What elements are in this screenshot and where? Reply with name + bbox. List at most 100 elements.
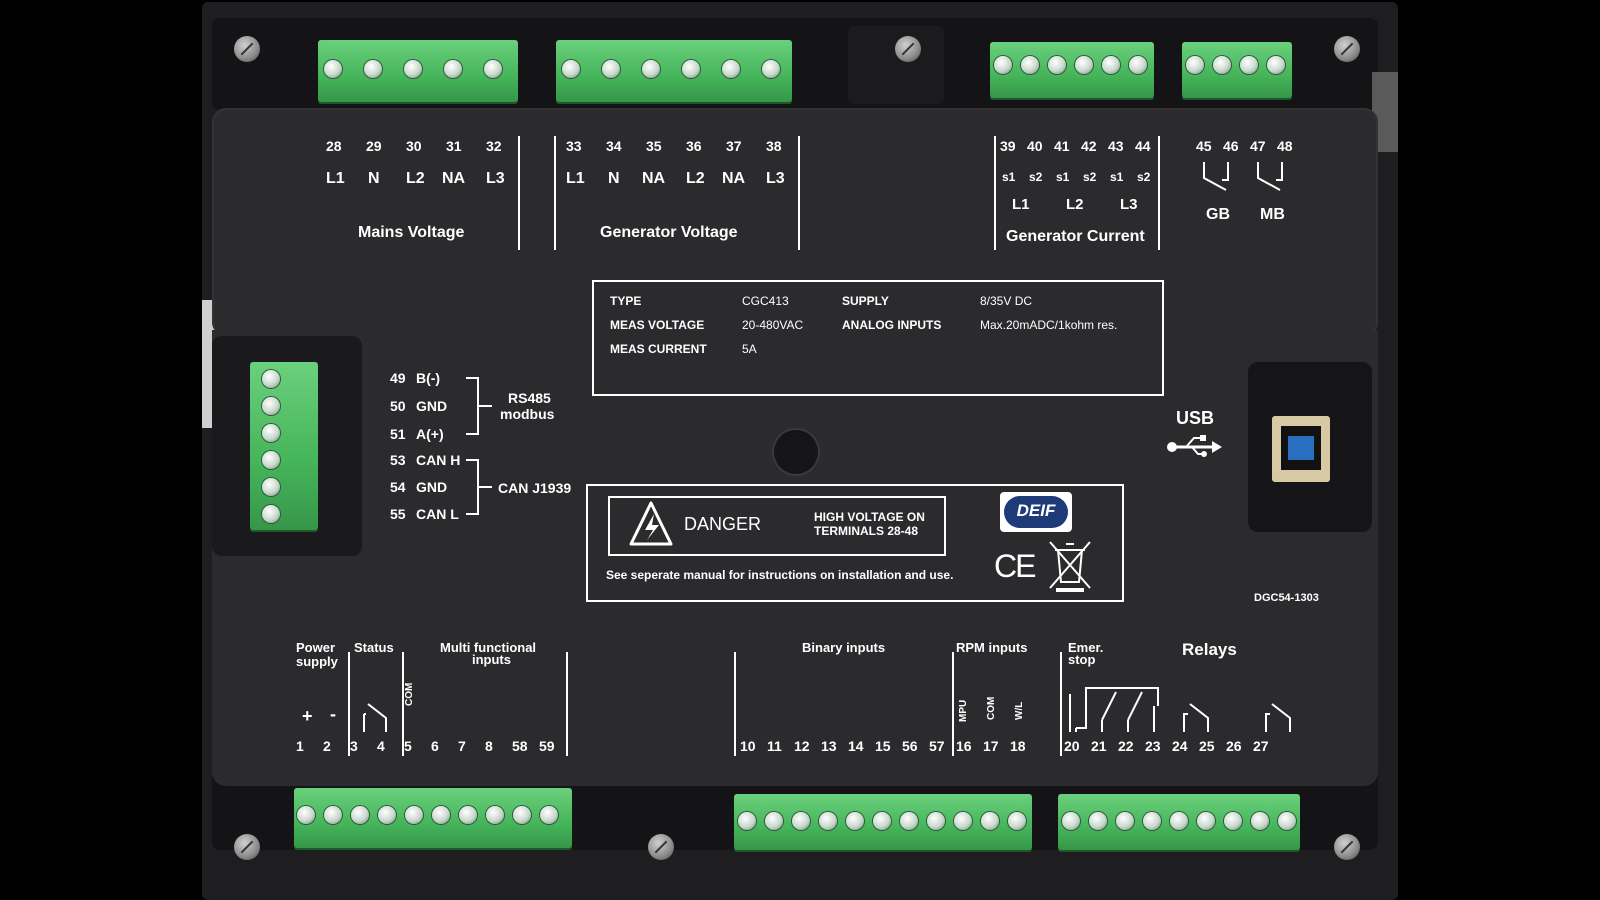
- secondary-label: s1: [1110, 170, 1124, 184]
- terminal-number: 42: [1081, 138, 1097, 154]
- spec-value: 20-480VAC: [742, 318, 804, 332]
- generator-voltage-title: Generator Voltage: [600, 224, 738, 241]
- warning-plate: [586, 484, 1124, 602]
- divider: [994, 136, 996, 250]
- mounting-screw-icon: [234, 834, 260, 860]
- terminal-number: 12: [794, 738, 810, 754]
- multi-functional-label: Multi functional: [440, 640, 537, 655]
- usb-label: USB: [1176, 408, 1215, 428]
- terminal-number: 34: [606, 138, 622, 154]
- mounting-screw-icon: [234, 36, 260, 62]
- terminal-number: 56: [902, 738, 918, 754]
- terminal-number: 25: [1199, 738, 1215, 754]
- terminal-number: 6: [431, 738, 439, 754]
- spec-value: CGC413: [742, 294, 789, 308]
- danger-label: DANGER: [684, 514, 762, 534]
- terminal-block-mains[interactable]: [318, 40, 518, 102]
- divider: [402, 652, 404, 756]
- mounting-screw-icon: [648, 834, 674, 860]
- can-label: CAN J1939: [498, 480, 572, 496]
- phase-label: NA: [722, 170, 746, 187]
- spec-label: SUPPLY: [842, 294, 889, 308]
- phase-label: L3: [486, 170, 505, 187]
- phase-label: L2: [1066, 196, 1084, 213]
- phase-label: N: [368, 170, 380, 187]
- usb-port[interactable]: [1272, 416, 1330, 482]
- spec-value: 8/35V DC: [980, 294, 1033, 308]
- phase-label: NA: [442, 170, 466, 187]
- relay-contact-icon: [1183, 703, 1209, 732]
- terminal-number: 46: [1223, 138, 1239, 154]
- mounting-screw-icon: [1334, 834, 1360, 860]
- terminal-block-breakers[interactable]: [1182, 42, 1292, 98]
- terminal-number: 32: [486, 138, 502, 154]
- rs485-label: RS485: [508, 390, 551, 406]
- terminal-number: 24: [1172, 738, 1188, 754]
- label-panel-top: [212, 108, 1378, 336]
- emergency-stop-label: stop: [1068, 652, 1096, 667]
- divider: [348, 652, 350, 756]
- emergency-stop-label: Emer.: [1068, 640, 1104, 655]
- terminal-number: 35: [646, 138, 662, 154]
- brand-logo: DEIF: [1000, 492, 1072, 532]
- multi-functional-label: inputs: [472, 652, 511, 667]
- terminal-number: 43: [1108, 138, 1124, 154]
- spec-label: TYPE: [610, 294, 642, 308]
- mains-voltage-title: Mains Voltage: [358, 224, 465, 241]
- phase-label: NA: [642, 170, 666, 187]
- plus-sign: +: [302, 706, 313, 726]
- terminal-number: 28: [326, 138, 342, 154]
- terminal-number: 26: [1226, 738, 1242, 754]
- spec-value: 5A: [742, 342, 757, 356]
- terminal-number: 51: [390, 426, 406, 442]
- terminal-block-power-status-multi[interactable]: [294, 788, 572, 848]
- terminal-block-generator-current[interactable]: [990, 42, 1154, 98]
- terminal-number: 44: [1135, 138, 1151, 154]
- comms-pin-label: GND: [416, 398, 448, 414]
- divider: [554, 136, 556, 250]
- terminal-block-comms[interactable]: [250, 362, 318, 530]
- terminal-number: 4: [377, 738, 385, 754]
- terminal-number: 15: [875, 738, 891, 754]
- terminal-number: 8: [485, 738, 493, 754]
- terminal-number: 11: [767, 738, 782, 754]
- relay-contact-icon: [363, 703, 387, 732]
- breaker-label-mb: MB: [1260, 206, 1285, 223]
- terminal-number: 1: [296, 738, 304, 754]
- secondary-label: s2: [1137, 170, 1151, 184]
- terminal-block-generator-voltage[interactable]: [556, 40, 792, 102]
- terminal-number: 54: [390, 479, 406, 495]
- spec-value: Max.20mADC/1kohm res.: [980, 318, 1118, 332]
- terminal-number: 14: [848, 738, 864, 754]
- terminal-number: 13: [821, 738, 837, 754]
- rpm-inputs-label: RPM inputs: [956, 640, 1028, 655]
- high-voltage-text: HIGH VOLTAGE ON: [814, 510, 925, 524]
- mpu-label: MPU: [958, 699, 969, 722]
- relay-contact-icon: [1203, 162, 1283, 191]
- divider: [566, 652, 568, 756]
- terminal-block-relays[interactable]: [1058, 794, 1300, 850]
- comms-pin-label: CAN L: [416, 506, 459, 522]
- modbus-label: modbus: [500, 406, 555, 422]
- terminal-number: 39: [1000, 138, 1016, 154]
- phase-label: N: [608, 170, 620, 187]
- comms-pin-label: B(-): [416, 370, 441, 386]
- com-label: COM: [404, 682, 415, 706]
- spec-plate: [592, 280, 1164, 396]
- terminal-block-binary-rpm[interactable]: [734, 794, 1032, 850]
- terminal-number: 49: [390, 370, 406, 386]
- secondary-label: s1: [1002, 170, 1016, 184]
- phase-label: L1: [1012, 196, 1030, 213]
- terminal-number: 31: [446, 138, 462, 154]
- terminal-number: 53: [390, 452, 406, 468]
- terminal-number: 33: [566, 138, 582, 154]
- relays-label: Relays: [1182, 640, 1237, 659]
- minus-sign: -: [330, 704, 336, 724]
- phase-label: L1: [566, 170, 585, 187]
- comms-pin-label: GND: [416, 479, 448, 495]
- terminal-number: 27: [1253, 738, 1269, 754]
- weee-bin-icon: [1049, 541, 1091, 592]
- phase-label: L3: [1120, 196, 1138, 213]
- terminal-number: 36: [686, 138, 702, 154]
- mounting-screw-icon: [1334, 36, 1360, 62]
